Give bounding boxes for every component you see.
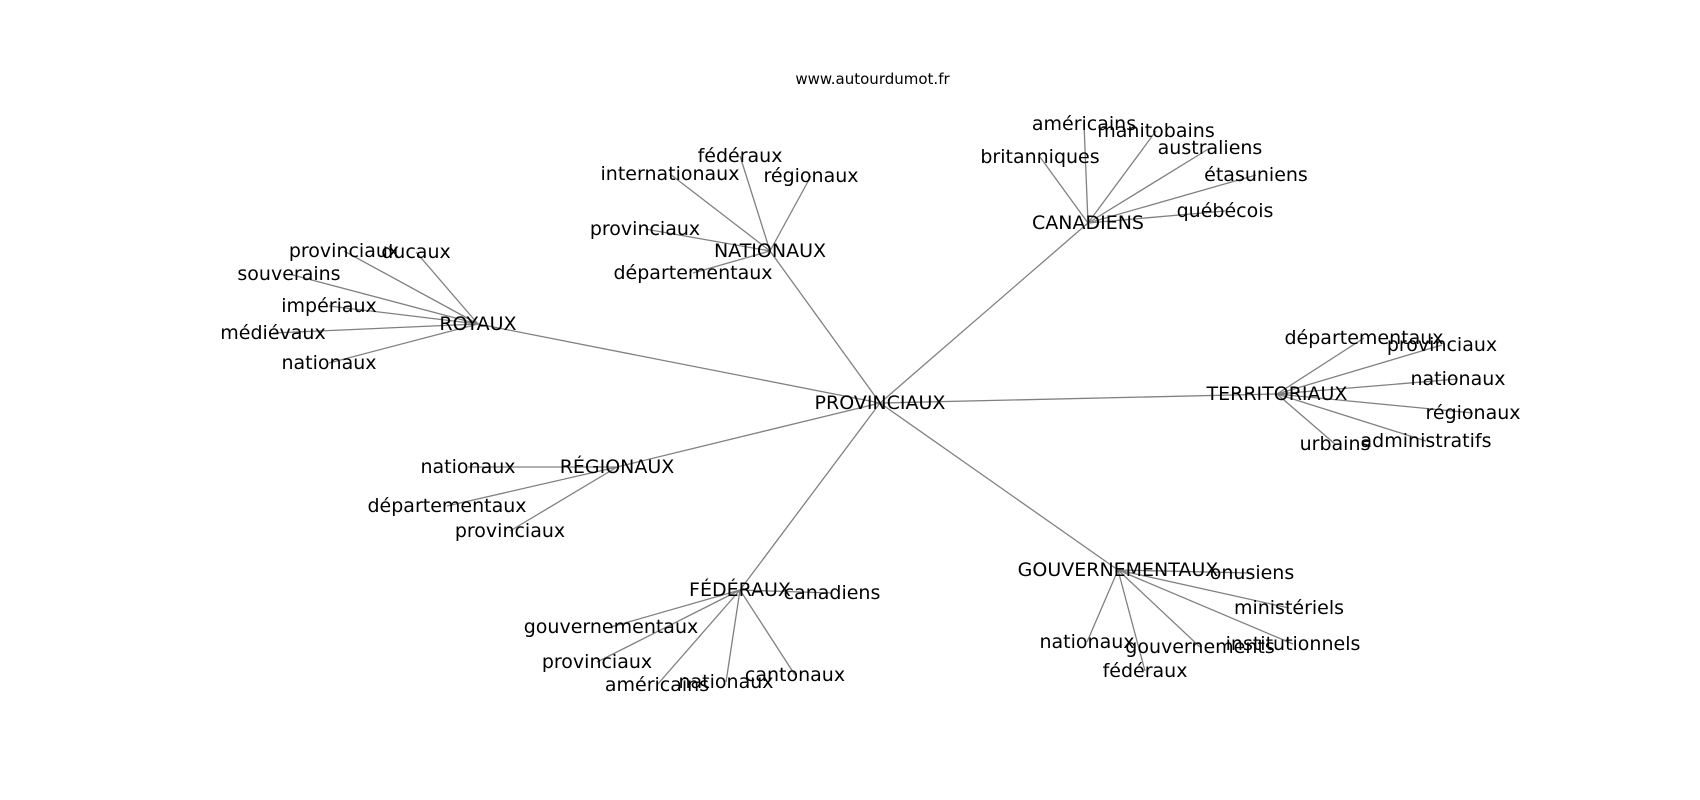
hub-node-federaux: FÉDÉRAUX bbox=[689, 578, 791, 601]
hub-node-regionaux: RÉGIONAUX bbox=[560, 455, 675, 478]
hub-node-nationaux: NATIONAUX bbox=[714, 240, 826, 262]
graph-labels: PROVINCIAUXNATIONAUXfédérauxinternationa… bbox=[220, 113, 1520, 696]
edge-gouvernementaux-1 bbox=[1117, 569, 1290, 609]
leaf-node-federaux-2: provinciaux bbox=[542, 651, 652, 673]
leaf-node-royaux-0: provinciaux bbox=[289, 240, 399, 262]
edge-gouvernementaux-5 bbox=[1117, 569, 1146, 672]
leaf-node-territoriaux-5: urbains bbox=[1300, 433, 1371, 455]
leaf-node-regionaux-0: nationaux bbox=[420, 456, 515, 478]
leaf-node-federaux-0: canadiens bbox=[784, 582, 881, 604]
leaf-node-canadiens-2: britanniques bbox=[980, 146, 1099, 168]
edge-center-gouvernementaux bbox=[879, 402, 1119, 571]
watermark-text: www.autourdumot.fr bbox=[795, 70, 950, 88]
leaf-node-regionaux-1: départementaux bbox=[367, 495, 526, 517]
edge-center-royaux bbox=[477, 323, 881, 404]
edge-royaux-1 bbox=[415, 251, 479, 325]
leaf-node-royaux-2: souverains bbox=[237, 263, 340, 285]
leaf-node-gouvernementaux-4: nationaux bbox=[1039, 631, 1134, 653]
leaf-node-nationaux-4: départementaux bbox=[613, 262, 772, 284]
edge-canadiens-5 bbox=[1087, 210, 1226, 224]
edge-royaux-2 bbox=[288, 273, 479, 325]
leaf-node-royaux-3: impériaux bbox=[281, 295, 377, 317]
edge-canadiens-3 bbox=[1087, 147, 1211, 224]
leaf-node-royaux-4: médiévaux bbox=[220, 322, 325, 344]
leaf-node-territoriaux-3: régionaux bbox=[1425, 402, 1520, 424]
edge-regionaux-2 bbox=[509, 466, 618, 532]
edge-federaux-4 bbox=[725, 589, 741, 683]
edge-federaux-2 bbox=[596, 589, 741, 663]
edge-gouvernementaux-4 bbox=[1086, 569, 1119, 643]
edge-territoriaux-4 bbox=[1276, 393, 1427, 442]
leaf-node-gouvernementaux-5: fédéraux bbox=[1103, 660, 1188, 682]
hub-node-royaux: ROYAUX bbox=[439, 313, 516, 335]
edge-territoriaux-0 bbox=[1276, 337, 1365, 395]
edge-regionaux-1 bbox=[446, 466, 618, 507]
hub-node-gouvernementaux: GOUVERNEMENTAUX bbox=[1018, 559, 1219, 581]
leaf-node-nationaux-0: fédéraux bbox=[698, 145, 783, 167]
edge-royaux-5 bbox=[328, 323, 479, 364]
leaf-node-royaux-5: nationaux bbox=[281, 352, 376, 374]
edge-canadiens-0 bbox=[1083, 123, 1089, 224]
leaf-node-gouvernementaux-1: ministériels bbox=[1234, 597, 1344, 619]
edge-royaux-0 bbox=[343, 250, 479, 325]
leaf-node-canadiens-1: manitobains bbox=[1097, 120, 1214, 142]
edge-federaux-3 bbox=[656, 589, 741, 686]
leaf-node-canadiens-3: australiens bbox=[1158, 137, 1263, 159]
leaf-node-territoriaux-0: départementaux bbox=[1284, 327, 1443, 349]
leaf-node-nationaux-2: régionaux bbox=[763, 165, 858, 187]
leaf-node-nationaux-1: internationaux bbox=[601, 163, 740, 185]
edge-center-federaux bbox=[739, 402, 881, 591]
leaf-node-federaux-1: gouvernementaux bbox=[524, 616, 699, 638]
edge-federaux-5 bbox=[739, 589, 796, 676]
leaf-node-federaux-3: américains bbox=[605, 674, 709, 696]
leaf-node-territoriaux-4: administratifs bbox=[1361, 430, 1492, 452]
edge-federaux-1 bbox=[610, 589, 741, 628]
leaf-node-royaux-1: ducaux bbox=[381, 241, 450, 263]
edge-gouvernementaux-2 bbox=[1117, 569, 1294, 645]
edge-federaux-0 bbox=[739, 589, 833, 594]
edge-territoriaux-2 bbox=[1276, 378, 1459, 395]
leaf-node-regionaux-2: provinciaux bbox=[455, 520, 565, 542]
edge-nationaux-1 bbox=[669, 173, 771, 252]
leaf-node-federaux-5: cantonaux bbox=[745, 664, 845, 686]
edge-territoriaux-3 bbox=[1276, 393, 1474, 414]
edge-nationaux-4 bbox=[692, 250, 771, 274]
leaf-node-nationaux-3: provinciaux bbox=[590, 218, 700, 240]
edge-royaux-3 bbox=[328, 305, 479, 325]
edge-canadiens-1 bbox=[1087, 130, 1157, 224]
edge-nationaux-2 bbox=[769, 175, 812, 252]
edge-canadiens-2 bbox=[1039, 156, 1089, 224]
leaf-node-federaux-4: nationaux bbox=[678, 671, 773, 693]
edge-center-canadiens bbox=[879, 222, 1089, 404]
leaf-node-territoriaux-2: nationaux bbox=[1410, 368, 1505, 390]
edge-center-regionaux bbox=[616, 402, 881, 468]
edge-gouvernementaux-3 bbox=[1117, 569, 1201, 648]
edge-canadiens-4 bbox=[1087, 174, 1257, 224]
hub-node-canadiens: CANADIENS bbox=[1032, 212, 1144, 234]
edge-nationaux-0 bbox=[739, 155, 771, 252]
edge-gouvernementaux-0 bbox=[1117, 569, 1253, 574]
edge-territoriaux-5 bbox=[1276, 393, 1336, 445]
center-node-label: PROVINCIAUX bbox=[815, 392, 946, 414]
leaf-node-canadiens-0: américains bbox=[1032, 113, 1136, 135]
graph-edges bbox=[272, 123, 1474, 686]
leaf-node-canadiens-4: étasuniens bbox=[1204, 164, 1308, 186]
edge-center-territoriaux bbox=[879, 393, 1278, 404]
hub-node-territoriaux: TERRITORIAUX bbox=[1206, 383, 1348, 405]
edge-center-nationaux bbox=[769, 250, 881, 404]
edge-nationaux-3 bbox=[644, 228, 771, 252]
leaf-node-territoriaux-1: provinciaux bbox=[1387, 334, 1497, 356]
edge-royaux-4 bbox=[272, 323, 479, 334]
leaf-node-canadiens-5: québécois bbox=[1177, 200, 1274, 222]
edge-territoriaux-1 bbox=[1276, 344, 1443, 395]
leaf-node-gouvernementaux-2: institutionnels bbox=[1226, 633, 1361, 655]
leaf-node-gouvernementaux-0: onusiens bbox=[1210, 562, 1295, 584]
leaf-node-gouvernementaux-3: gouvernements bbox=[1125, 636, 1274, 658]
